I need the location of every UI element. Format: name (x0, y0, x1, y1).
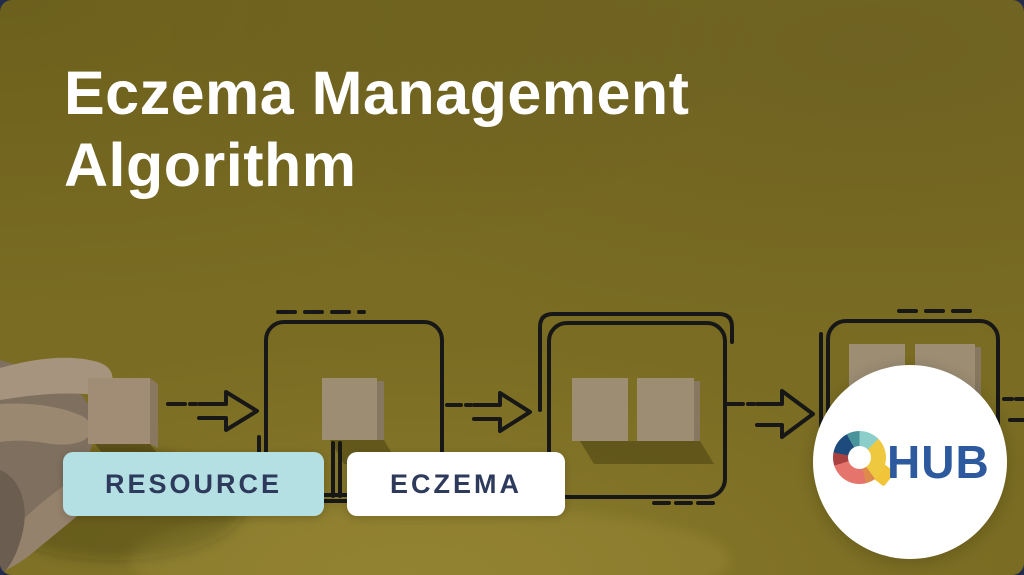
tag-eczema-label: ECZEMA (390, 468, 522, 499)
table-light (130, 505, 730, 575)
page-title: Eczema Management Algorithm (64, 59, 690, 199)
arrow-1 (166, 390, 259, 432)
process-box-2 (538, 312, 734, 505)
q-logo-hole (848, 446, 871, 469)
tag-resource[interactable]: RESOURCE (63, 452, 324, 516)
tag-eczema[interactable]: ECZEMA (347, 452, 565, 516)
arrow-2 (445, 391, 532, 433)
hub-logo-badge: HUB (813, 365, 1007, 559)
arrow-3 (725, 389, 815, 439)
tag-resource-label: RESOURCE (104, 468, 283, 499)
wooden-blocks-box2 (572, 378, 714, 464)
arrow-4-fragment (1002, 397, 1024, 422)
hub-logo-text: HUB (887, 436, 990, 488)
